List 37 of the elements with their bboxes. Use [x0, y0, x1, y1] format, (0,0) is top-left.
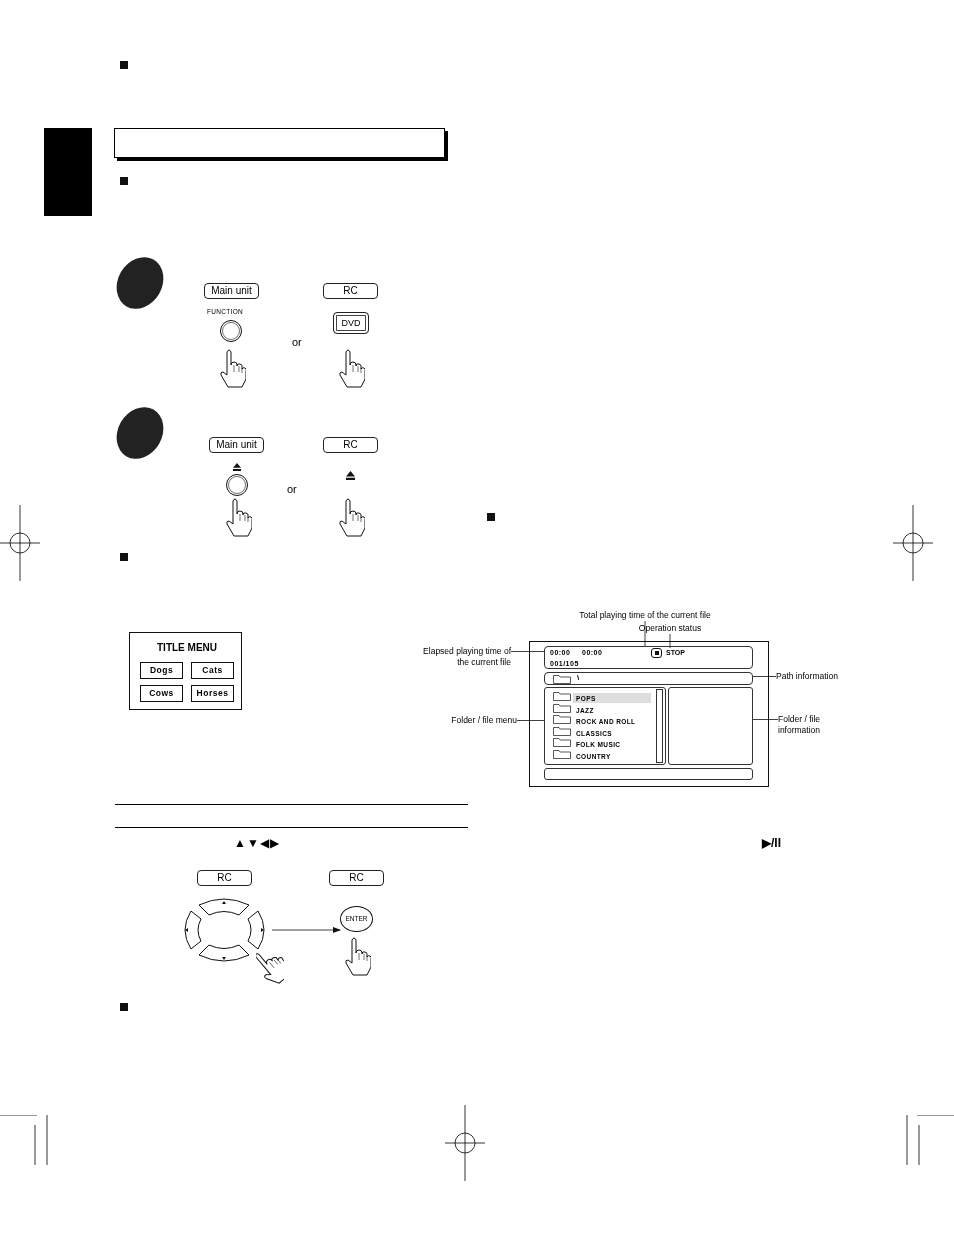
leader-line — [510, 651, 545, 652]
status-bar — [544, 646, 753, 669]
message-bar — [544, 768, 753, 780]
source-tag: RC — [197, 870, 252, 886]
callout-text: Path information — [776, 671, 856, 682]
menu-title: TITLE MENU — [157, 642, 217, 653]
info-pane — [668, 687, 753, 765]
folder-list-pane — [544, 687, 666, 765]
play-pause-symbol: ▶/II — [762, 836, 781, 850]
leader-line — [752, 719, 779, 720]
callout-text: Operation status — [620, 623, 720, 634]
source-tag: RC — [323, 437, 378, 453]
menu-option: Cats — [191, 662, 234, 679]
leader-line — [669, 633, 671, 649]
menu-option: Cows — [140, 685, 183, 702]
path-text: \ — [577, 673, 580, 682]
leader-line — [644, 620, 646, 647]
source-tag: Main unit — [209, 437, 264, 453]
callout-text: Folder / file menu — [440, 715, 517, 726]
side-tab — [44, 128, 92, 216]
callout-text: Elapsed playing time of the current file — [412, 646, 511, 668]
cursor-symbols: ▲▼◀▶ — [234, 836, 280, 850]
callout-text: Total playing time of the current file — [560, 610, 730, 621]
source-tag: Main unit — [204, 283, 259, 299]
remote-button: DVD — [333, 312, 369, 334]
screen-frame — [529, 641, 769, 787]
separator-word: or — [287, 483, 297, 495]
menu-option: Horses — [191, 685, 234, 702]
separator-word: or — [292, 336, 302, 348]
callout-text: Folder / file information — [778, 714, 848, 738]
source-tag: RC — [323, 283, 378, 299]
leader-line — [752, 676, 777, 677]
source-tag: RC — [329, 870, 384, 886]
menu-option: Dogs — [140, 662, 183, 679]
title-menu-screen — [129, 632, 242, 710]
leader-line — [516, 720, 545, 721]
path-bar — [544, 672, 753, 685]
